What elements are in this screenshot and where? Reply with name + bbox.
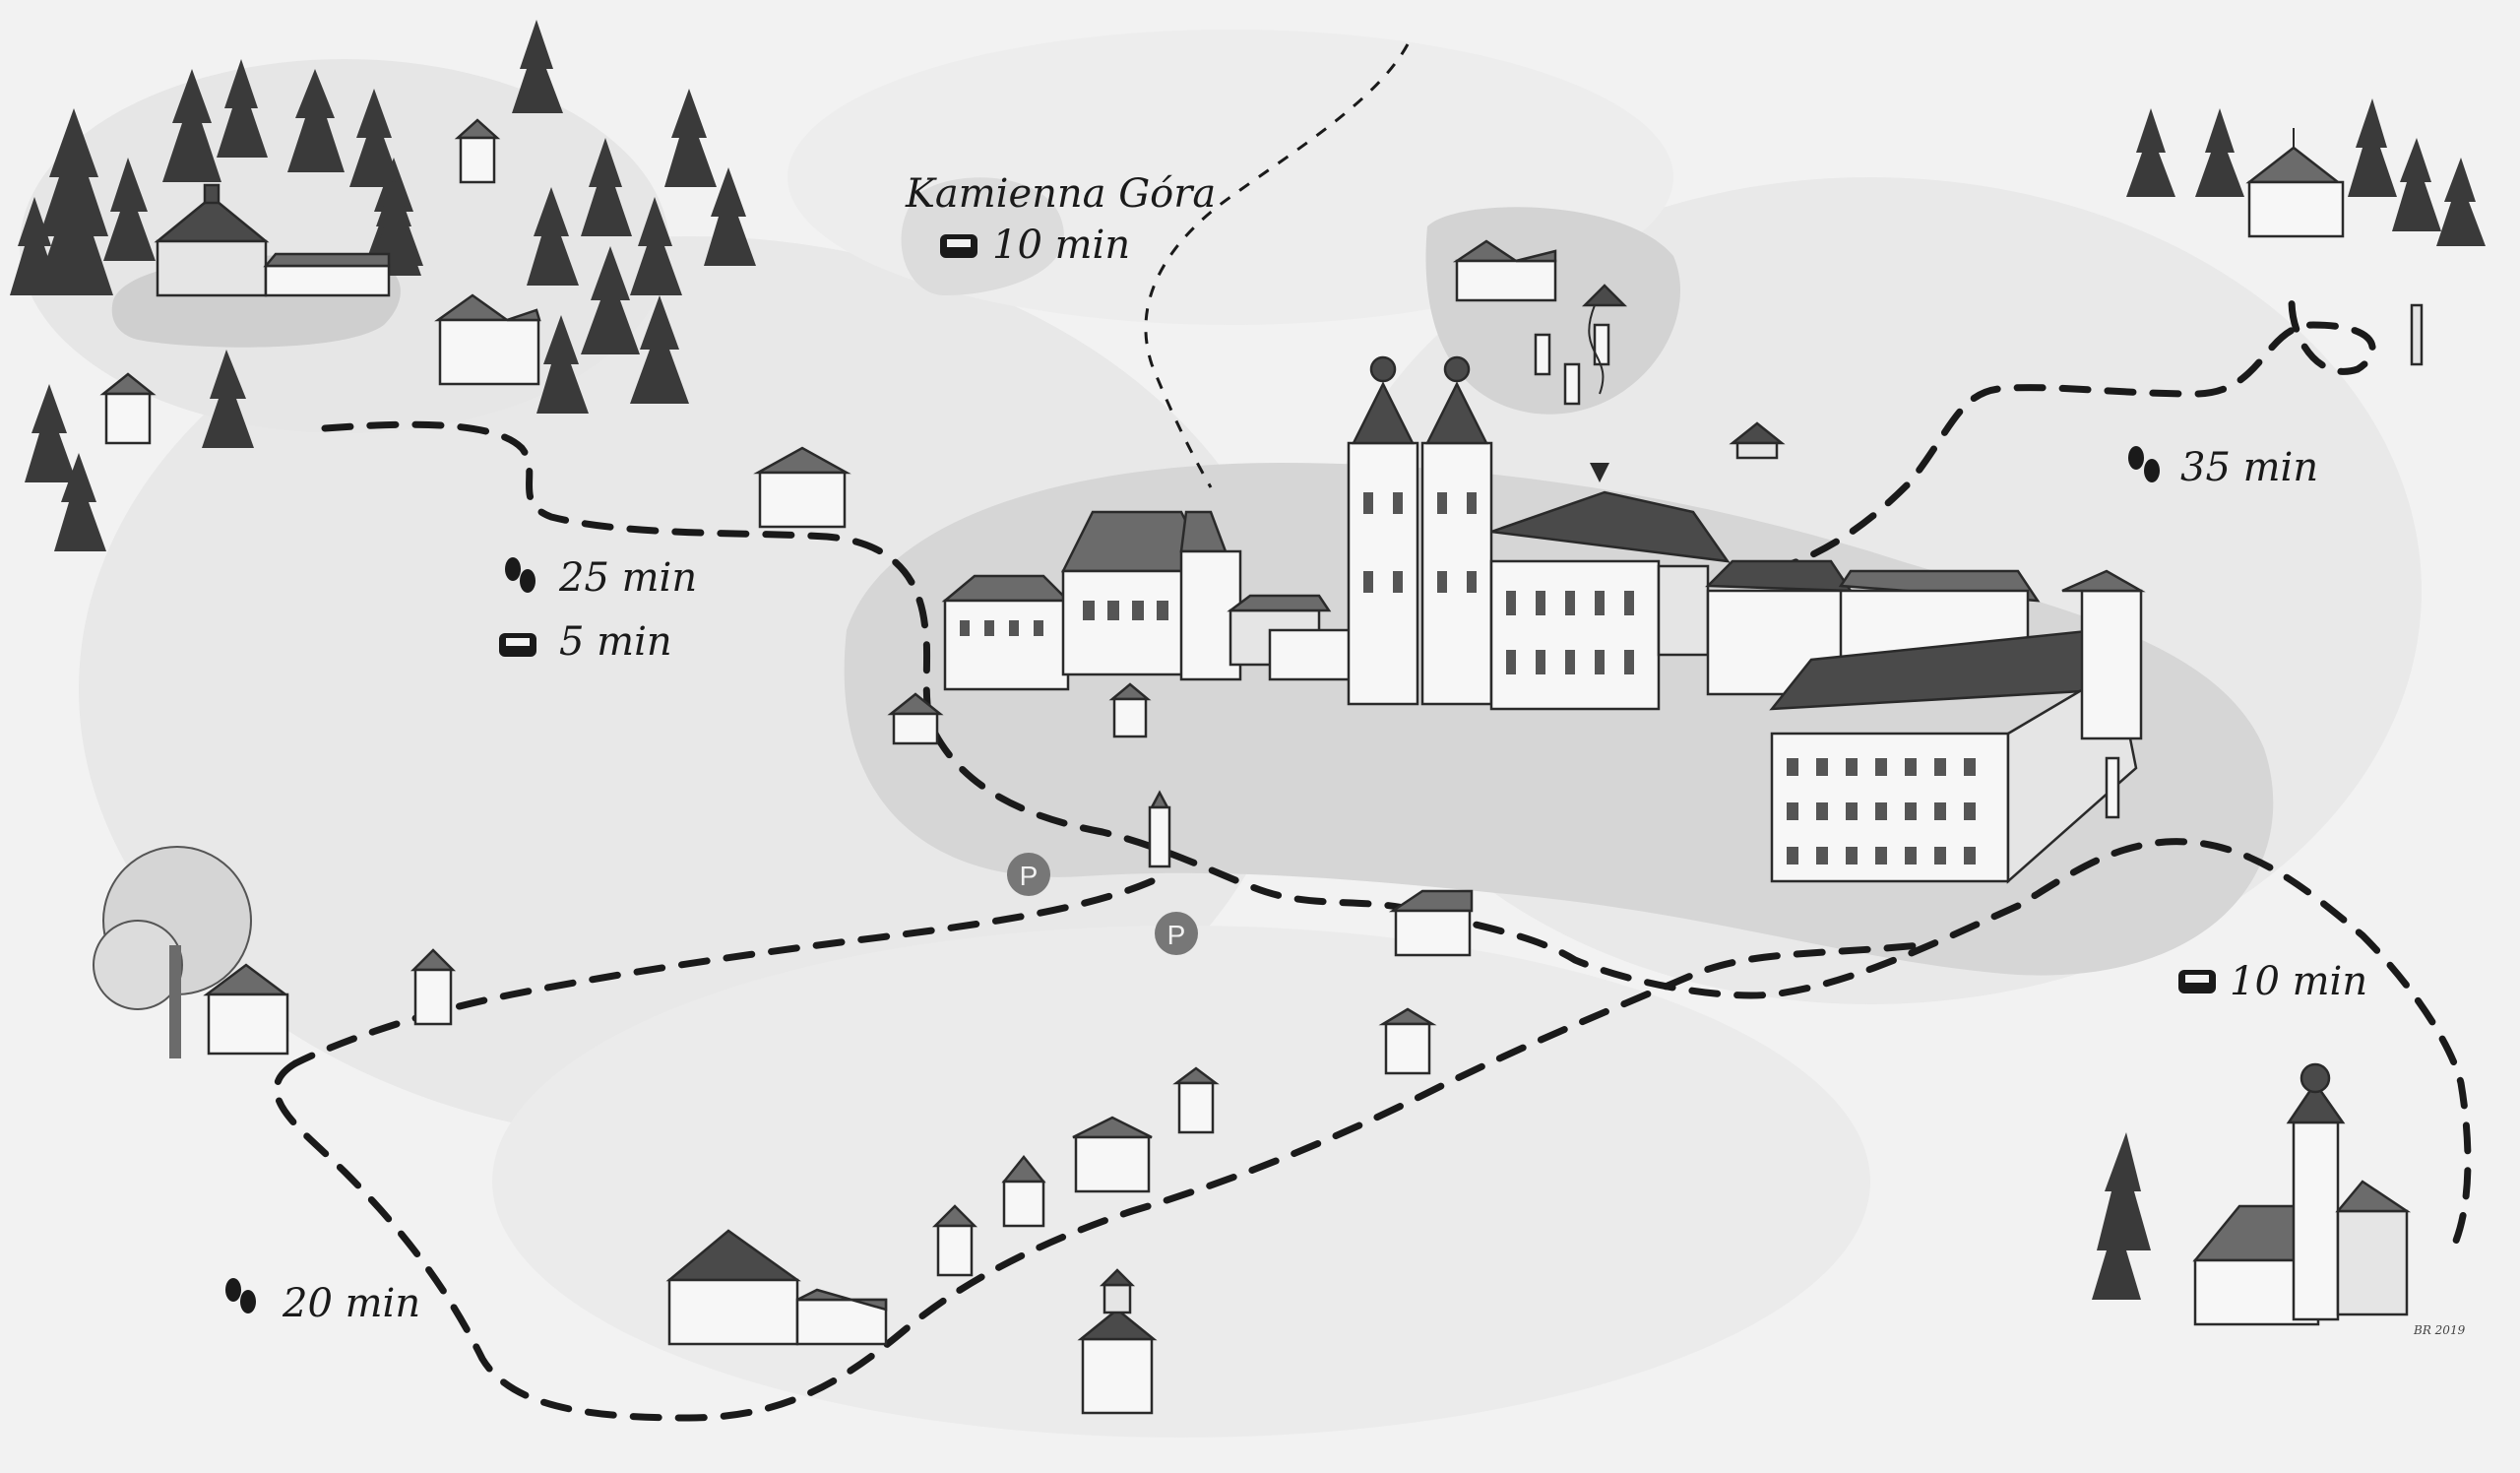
parking-icon: P — [1155, 912, 1198, 955]
southwest-walk-time: 20 min — [282, 1281, 420, 1326]
route-north — [1144, 43, 1410, 488]
west-car-time: 5 min — [559, 619, 672, 665]
artist-signature: BR 2019 — [2413, 1323, 2466, 1337]
forest-northwest — [10, 20, 756, 551]
monastery-complex — [941, 355, 2146, 884]
car-icon — [940, 234, 977, 258]
west-walk-time: 25 min — [558, 555, 697, 601]
baroque-chapel-south — [1077, 1268, 1158, 1415]
route-southwest-loop — [273, 941, 1923, 1422]
kamienna-gora-label: Kamienna Góra — [905, 171, 1216, 217]
east-car-time: 10 min — [2230, 959, 2367, 1004]
route-west — [321, 420, 939, 737]
label-southwest: 20 min — [225, 1278, 420, 1326]
route-northeast — [1768, 282, 2376, 575]
label-northeast: 35 min — [2128, 445, 2318, 490]
car-icon — [499, 633, 536, 657]
small-chapels-center — [410, 682, 1474, 1277]
footprints-icon — [2128, 446, 2160, 482]
label-kamienna-gora: Kamienna Góra 10 min — [905, 171, 1216, 268]
label-west: 25 min 5 min — [499, 555, 697, 665]
svg-text:P: P — [1020, 861, 1039, 891]
route-to-parking — [291, 877, 1156, 1067]
church-northeast — [2126, 98, 2486, 366]
northeast-walk-time: 35 min — [2180, 445, 2318, 490]
footprints-icon — [225, 1278, 256, 1313]
wooden-church-northwest — [154, 183, 391, 297]
village-church-southeast — [2092, 1062, 2412, 1326]
walking-and-driving-routes — [273, 43, 2472, 1422]
car-icon — [2178, 970, 2216, 993]
label-east: 10 min — [2178, 959, 2367, 1004]
chapels-northwest — [99, 118, 851, 529]
arrow-to-monastery — [1588, 304, 1605, 395]
svg-text:P: P — [1167, 920, 1186, 950]
octagonal-church-south — [665, 1229, 888, 1346]
parking-icon: P — [1007, 853, 1050, 896]
cemetery-chapel — [1452, 239, 1786, 482]
kamienna-gora-car-time: 10 min — [992, 223, 1130, 268]
chapel-with-oak-southwest — [93, 846, 289, 1058]
footprints-icon — [505, 557, 536, 593]
route-center-east — [931, 730, 2472, 1245]
